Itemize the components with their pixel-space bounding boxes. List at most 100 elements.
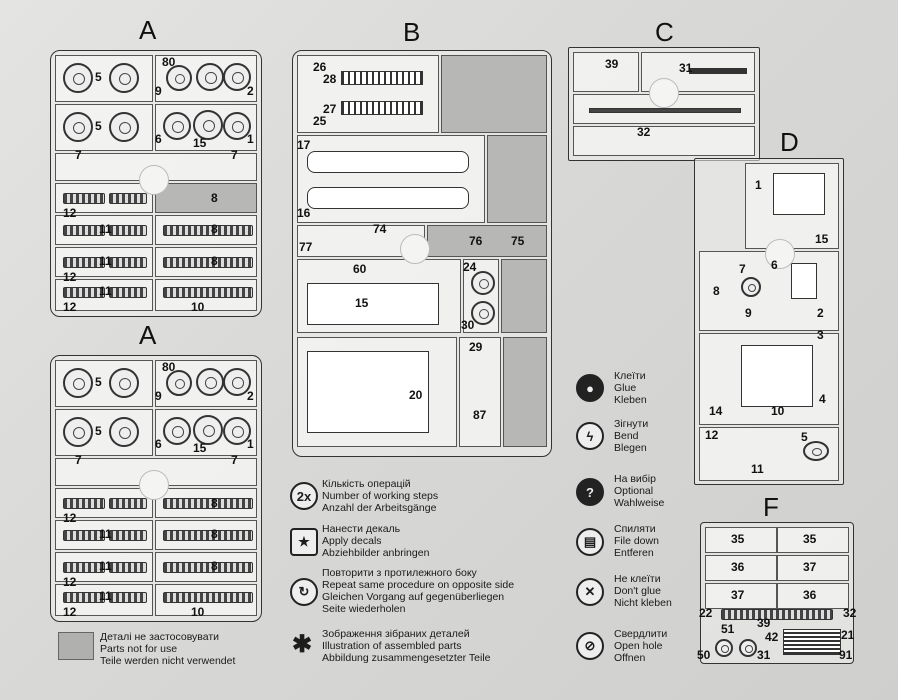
- part-number: 5: [95, 119, 102, 133]
- part-number: 74: [373, 222, 387, 236]
- part-number: 50: [697, 648, 711, 662]
- track-segment: [163, 257, 253, 268]
- legend-bend: Зігнути Bend Blegen: [614, 418, 649, 454]
- track-segment: [109, 592, 147, 603]
- legend-file: Спиляти File down Entferen: [614, 523, 659, 559]
- part-number: 37: [803, 560, 817, 574]
- part-number: 8: [211, 191, 218, 205]
- part-number: 11: [99, 527, 112, 541]
- sprocket-icon: [223, 368, 251, 396]
- part-number: 10: [191, 300, 205, 314]
- part-number: 35: [803, 532, 817, 546]
- track-segment: [721, 609, 833, 620]
- part-number: 6: [155, 437, 162, 451]
- sprue-b-letter: B: [403, 17, 421, 47]
- part-number: 11: [99, 222, 112, 236]
- road-wheel-icon: [109, 112, 139, 142]
- part-rail: [341, 71, 423, 85]
- part-number: 32: [637, 125, 651, 139]
- idler-wheel-icon: [196, 63, 224, 91]
- track-segment: [63, 498, 105, 509]
- sprue-f-letter: F: [763, 492, 779, 522]
- sprue-c-frame: 39 31 32: [568, 47, 760, 161]
- legend-drill: Свердлити Open hole Offnen: [614, 628, 668, 664]
- part-number: 12: [63, 270, 77, 284]
- part-number: 12: [63, 300, 77, 314]
- sprue-c-letter: C: [655, 17, 674, 47]
- part-number: 2: [247, 389, 254, 403]
- part-number: 11: [99, 559, 112, 573]
- idler-wheel-icon: [196, 368, 224, 396]
- part-number: 39: [757, 616, 771, 630]
- hull-plate: [307, 283, 439, 325]
- track-segment: [109, 498, 147, 509]
- gun-barrel-part: [689, 68, 747, 74]
- legend-noglue: Не клеїти Don't glue Nicht kleben: [614, 573, 672, 609]
- part-number: 1: [755, 178, 762, 192]
- part-number: 12: [63, 575, 77, 589]
- track-segment: [109, 562, 147, 573]
- legend-steps: Кількість операцій Number of working ste…: [322, 478, 439, 514]
- track-segment: [109, 530, 147, 541]
- part-number: 15: [815, 232, 829, 246]
- idler-wheel-icon: [193, 110, 223, 140]
- legend-optional: На вибір Optional Wahlweise: [614, 473, 665, 509]
- part-number: 24: [463, 260, 477, 274]
- part-number: 21: [841, 628, 855, 642]
- part-number: 3: [817, 328, 824, 342]
- part-number: 8: [211, 222, 218, 236]
- part-number: 77: [299, 240, 313, 254]
- part-number: 42: [765, 630, 779, 644]
- part-number: 11: [99, 589, 112, 603]
- legend-glue: Клеїти Glue Kleben: [614, 370, 647, 406]
- track-segment: [109, 193, 147, 204]
- part-number: 5: [95, 375, 102, 389]
- track-segment: [63, 225, 105, 236]
- road-wheel-icon: [109, 63, 139, 93]
- part-number: 12: [63, 511, 77, 525]
- part-number: 5: [801, 430, 808, 444]
- decal-icon: ★: [290, 528, 318, 556]
- sprue-a-bottom-frame: 80 9 2 5 5 6 15 1 7 7 8 12 11 8 11 8 12 …: [50, 355, 262, 622]
- part-number: 9: [155, 389, 162, 403]
- plate-part: [741, 345, 813, 407]
- part-number: 7: [739, 262, 746, 276]
- sprocket-icon: [223, 63, 251, 91]
- part-number: 20: [409, 388, 423, 402]
- wheel-icon: [715, 639, 733, 657]
- wheel-icon: [471, 271, 495, 295]
- part-number: 60: [353, 262, 367, 276]
- part-number: 76: [469, 234, 483, 248]
- sprue-b-frame: 26 28 27 25 17 16 74 77 76 75 60 15 24 3…: [292, 50, 552, 457]
- part-number: 17: [297, 138, 311, 152]
- track-segment: [63, 562, 105, 573]
- repeat-icon: ↻: [290, 578, 318, 606]
- track-segment: [63, 287, 105, 298]
- part-number: 9: [745, 306, 752, 320]
- part-number: 35: [731, 532, 745, 546]
- part-number: 31: [679, 61, 693, 75]
- part-number: 28: [323, 72, 337, 86]
- part-number: 2: [247, 84, 254, 98]
- road-wheel-icon: [63, 368, 93, 398]
- part-number: 39: [605, 57, 619, 71]
- track-segment: [63, 530, 105, 541]
- track-segment: [63, 193, 105, 204]
- part-number: 51: [721, 622, 735, 636]
- part-number: 12: [63, 605, 77, 619]
- part-number: 10: [771, 404, 785, 418]
- no-glue-icon: ✕: [576, 578, 604, 606]
- road-wheel-icon: [63, 112, 93, 142]
- part-number: 6: [771, 258, 778, 272]
- file-icon: ▤: [576, 528, 604, 556]
- part-number: 37: [731, 588, 745, 602]
- part-number: 27: [323, 102, 337, 116]
- idler-wheel-icon: [163, 417, 191, 445]
- drill-icon: ⊘: [576, 632, 604, 660]
- track-segment: [163, 530, 253, 541]
- illustration-icon: ✱: [291, 630, 313, 658]
- road-wheel-icon: [109, 368, 139, 398]
- sprue-a-top-letter: A: [139, 15, 157, 45]
- part-number: 32: [843, 606, 857, 620]
